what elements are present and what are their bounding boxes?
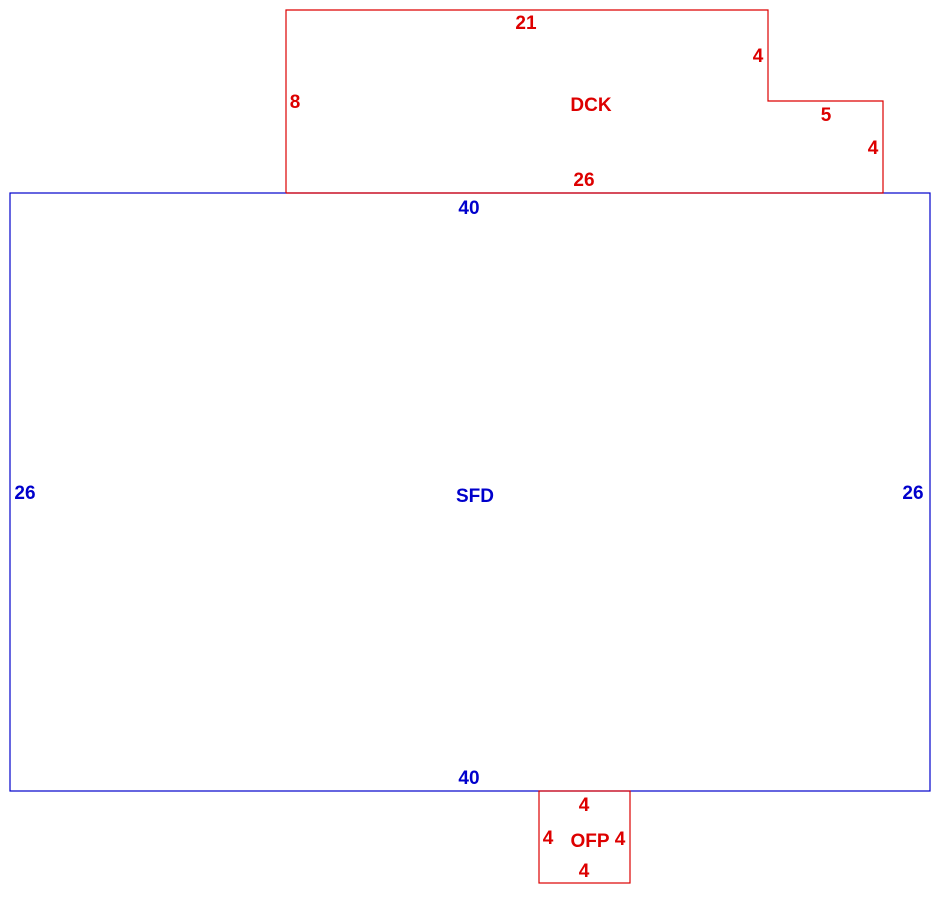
ofp-bottom-dimension: 4: [579, 861, 590, 882]
sfd-bottom-dimension: 40: [458, 768, 479, 789]
sfd-right-dimension: 26: [902, 483, 923, 504]
ofp-right-dimension: 4: [615, 829, 626, 850]
dck-step-horizontal-dimension: 5: [821, 105, 832, 126]
ofp-label: OFP: [570, 831, 609, 852]
ofp-left-dimension: 4: [543, 828, 554, 849]
dck-right-dimension: 4: [868, 138, 879, 159]
dck-label: DCK: [570, 95, 611, 116]
sfd-left-dimension: 26: [14, 483, 35, 504]
dck-top-dimension: 21: [515, 13, 537, 34]
dck-bottom-dimension: 26: [573, 170, 594, 191]
dck-outline: [285, 9, 884, 194]
sfd-label: SFD: [456, 486, 494, 507]
dck-area: DCK 21 8 26 4 5 4: [285, 9, 884, 194]
sfd-top-dimension: 40: [458, 198, 479, 219]
ofp-top-dimension: 4: [579, 795, 590, 816]
ofp-outline: [538, 790, 631, 884]
ofp-area: OFP 4 4 4 4: [538, 790, 631, 884]
sfd-area: SFD 40 40 26 26: [9, 192, 931, 792]
dck-step-vertical-dimension: 4: [753, 46, 764, 67]
dck-left-dimension: 8: [290, 92, 301, 113]
